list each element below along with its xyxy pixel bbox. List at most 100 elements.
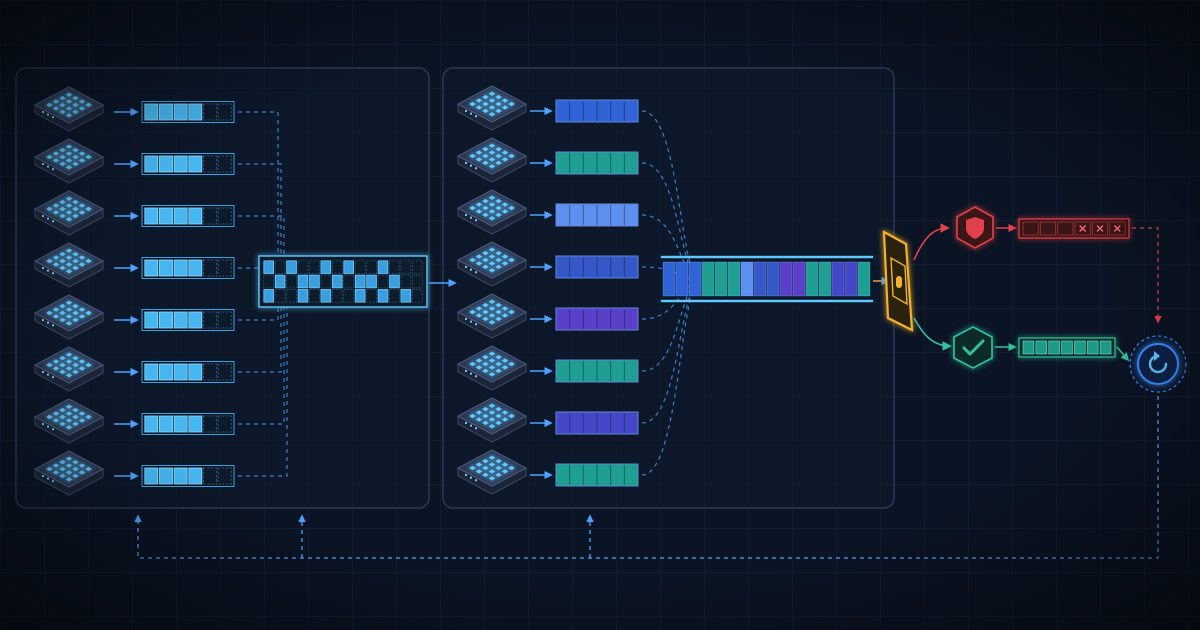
merge-cell-filled bbox=[354, 289, 366, 303]
node-led bbox=[41, 110, 45, 114]
buffer-slot-filled bbox=[188, 415, 203, 433]
buffer-slot-filled bbox=[173, 207, 188, 225]
buffer-slot-filled bbox=[188, 363, 203, 381]
stage-one-buffer bbox=[141, 465, 235, 487]
batch-segment bbox=[753, 261, 767, 297]
stage-two-buffer bbox=[555, 463, 639, 487]
accept-slot bbox=[1048, 340, 1060, 355]
node-led bbox=[41, 474, 45, 478]
accept-slot bbox=[1074, 340, 1086, 355]
accept-queue bbox=[1018, 337, 1116, 358]
batch-segment bbox=[844, 261, 858, 297]
node-led bbox=[469, 476, 473, 479]
node-led bbox=[46, 269, 50, 272]
merge-cell-filled bbox=[377, 260, 389, 274]
accept-node bbox=[953, 326, 993, 369]
node-led bbox=[474, 219, 478, 222]
node-led bbox=[46, 113, 50, 116]
node-led bbox=[41, 214, 45, 218]
batch-segment bbox=[766, 261, 780, 297]
batch-glow-top bbox=[661, 256, 873, 258]
node-led bbox=[474, 323, 478, 326]
node-led bbox=[46, 217, 50, 220]
buffer-slot-filled bbox=[144, 207, 159, 225]
buffer-slot-filled bbox=[159, 415, 173, 433]
stage-one-buffer bbox=[141, 309, 235, 331]
buffer-slot-filled bbox=[159, 155, 173, 173]
node-led bbox=[464, 369, 468, 373]
merge-cell-filled bbox=[400, 289, 412, 303]
node-led bbox=[41, 370, 45, 374]
node-led bbox=[41, 266, 45, 270]
node-led bbox=[41, 422, 45, 426]
node-led bbox=[474, 479, 478, 482]
batch-segment bbox=[688, 261, 702, 297]
node-led bbox=[51, 480, 55, 483]
node-led bbox=[51, 116, 55, 119]
loop-node bbox=[1129, 335, 1187, 393]
buffer-slot-filled bbox=[144, 467, 159, 485]
merge-cell-filled bbox=[320, 260, 332, 274]
buffer-slot-filled bbox=[144, 155, 159, 173]
reject-node bbox=[956, 206, 994, 249]
buffer-slot-filled bbox=[159, 259, 173, 277]
buffer-slot-filled bbox=[173, 363, 188, 381]
node-led bbox=[464, 473, 468, 477]
buffer-slot-filled bbox=[144, 415, 159, 433]
node-led bbox=[46, 477, 50, 480]
stage-two-buffer bbox=[555, 255, 639, 279]
batch-segment bbox=[740, 261, 754, 297]
merge-cell-filled bbox=[377, 289, 389, 303]
merge-cell-filled bbox=[297, 289, 309, 303]
node-led bbox=[464, 213, 468, 217]
buffer-slot-filled bbox=[144, 103, 159, 121]
merge-cell-filled bbox=[286, 260, 297, 274]
node-led bbox=[464, 109, 468, 113]
node-led bbox=[464, 265, 468, 269]
buffer-slot-filled bbox=[159, 363, 173, 381]
node-led bbox=[469, 216, 473, 219]
accept-slot bbox=[1022, 340, 1035, 355]
buffer-slot-filled bbox=[173, 155, 188, 173]
batch-segment bbox=[779, 261, 793, 297]
node-led bbox=[51, 220, 55, 223]
stage-one-buffer bbox=[141, 205, 235, 227]
stage-two-buffer bbox=[555, 307, 639, 331]
node-led bbox=[41, 318, 45, 322]
node-led bbox=[464, 161, 468, 165]
merge-cell-filled bbox=[274, 274, 286, 289]
node-led bbox=[469, 268, 473, 271]
buffer-slot-filled bbox=[144, 363, 159, 381]
buffer-slot-filled bbox=[188, 259, 203, 277]
merge-cell-filled bbox=[263, 260, 274, 274]
node-led bbox=[41, 162, 45, 166]
buffer-slot-filled bbox=[144, 259, 159, 277]
buffer-slot-filled bbox=[173, 415, 188, 433]
node-led bbox=[474, 115, 478, 118]
node-led bbox=[469, 112, 473, 115]
node-led bbox=[469, 164, 473, 167]
stage-one-buffer bbox=[141, 153, 235, 175]
accept-hexagon bbox=[953, 326, 993, 369]
buffer-slot-filled bbox=[188, 207, 203, 225]
batch-glow-bottom bbox=[661, 300, 873, 302]
buffer-slot-filled bbox=[159, 311, 173, 329]
node-led bbox=[464, 421, 468, 425]
buffer-slot-filled bbox=[159, 467, 173, 485]
buffer-slot-filled bbox=[188, 311, 203, 329]
node-led bbox=[469, 372, 473, 375]
batch-segment bbox=[857, 261, 871, 297]
buffer-slot-filled bbox=[173, 311, 188, 329]
loop-inner-ring bbox=[1137, 343, 1179, 385]
stage-one-buffer bbox=[141, 413, 235, 435]
batch-segment bbox=[727, 261, 741, 297]
node-led bbox=[474, 375, 478, 378]
batch-segment bbox=[714, 261, 728, 297]
buffer-slot-filled bbox=[173, 259, 188, 277]
node-led bbox=[46, 321, 50, 324]
buffer-slot-filled bbox=[188, 467, 203, 485]
merge-cell-filled bbox=[297, 274, 309, 289]
batch-segment bbox=[701, 261, 715, 297]
stage-one-buffer bbox=[141, 257, 235, 279]
